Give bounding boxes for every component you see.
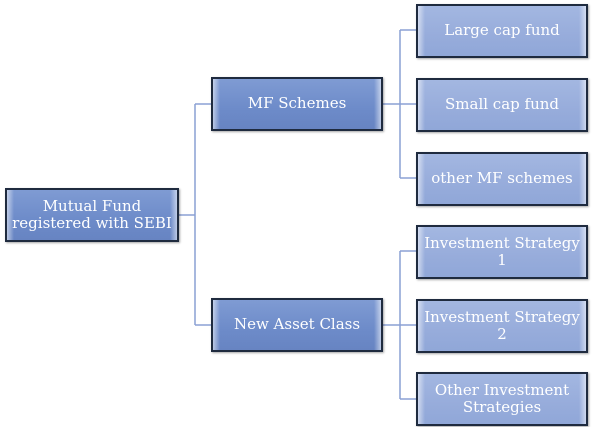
branch-node-new-asset-class: New Asset Class	[211, 298, 383, 352]
branch-label-new-asset-class: New Asset Class	[233, 315, 361, 334]
leaf-label: other MF schemes	[431, 169, 573, 188]
root-label-line2: registered with SEBI	[12, 214, 172, 232]
leaf-label: Large cap fund	[444, 21, 560, 40]
leaf-label: Other Investment Strategies	[434, 380, 570, 416]
leaf-node-investment-strategy-1: Investment Strategy 1	[416, 225, 588, 279]
leaf-node-small-cap-fund: Small cap fund	[416, 78, 588, 132]
leaf-node-other-mf-schemes: other MF schemes	[416, 152, 588, 206]
branch-node-mf-schemes: MF Schemes	[211, 77, 383, 131]
leaf-label: Investment Strategy 2	[424, 307, 580, 343]
branch-label-mf-schemes: MF Schemes	[247, 94, 347, 113]
leaf-label: Investment Strategy 1	[424, 233, 580, 269]
leaf-node-other-investment-strategies: Other Investment Strategies	[416, 372, 588, 426]
leaf-label: Small cap fund	[445, 95, 559, 114]
leaf-node-large-cap-fund: Large cap fund	[416, 4, 588, 58]
root-label-line1: Mutual Fund	[42, 196, 142, 215]
leaf-node-investment-strategy-2: Investment Strategy 2	[416, 299, 588, 353]
root-node-mutual-fund: Mutual Fund registered with SEBI	[5, 188, 179, 242]
root-node-label: Mutual Fund registered with SEBI	[12, 196, 172, 233]
